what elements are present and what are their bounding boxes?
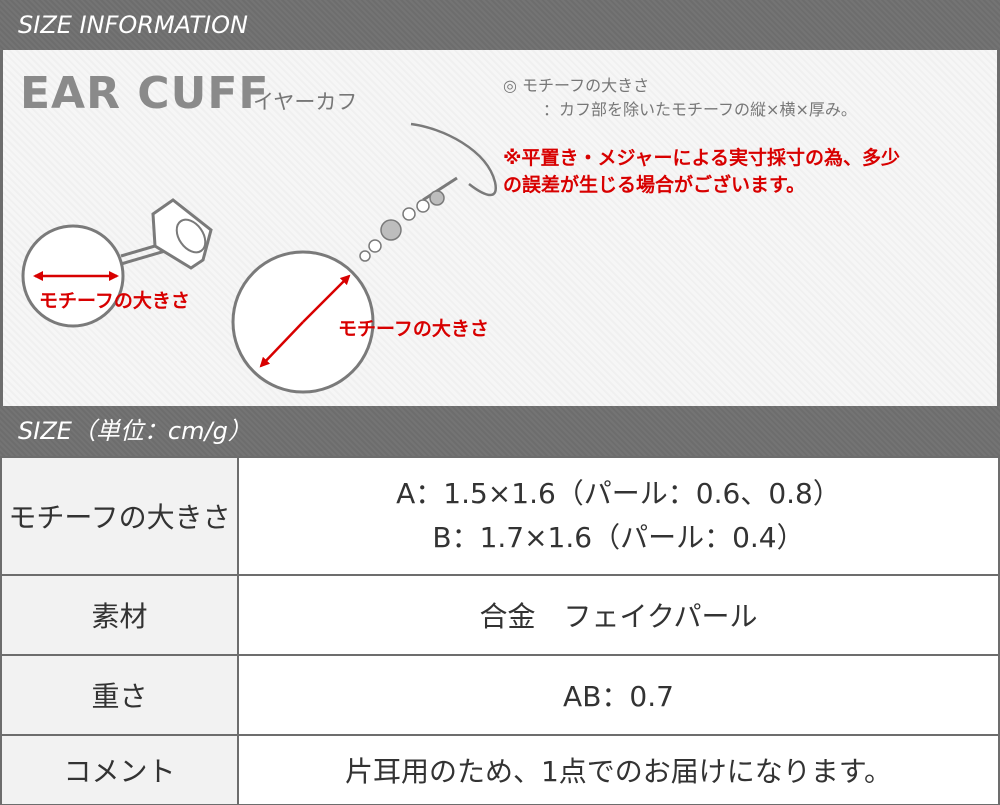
info-panel: EAR CUFF イヤーカフ ◎ モチーフの大きさ ：カフ部を除いたモチーフの縦…: [0, 50, 1000, 406]
motif-note-desc: ：カフ部を除いたモチーフの縦×横×厚み。: [543, 100, 857, 119]
table-row: コメント 片耳用のため、1点でのお届けになります。: [0, 734, 1000, 805]
motif-b-arrow: [259, 274, 351, 368]
motif-size-a: A：1.5×1.6（パール：0.6、0.8）: [396, 477, 841, 510]
row-value-comment: 片耳用のため、1点でのお届けになります。: [237, 734, 1000, 805]
motif-b-size-label: モチーフの大きさ: [338, 318, 489, 340]
table-row: 重さ AB：0.7: [0, 654, 1000, 736]
motif-size-b: B：1.7×1.6（パール：0.4）: [432, 521, 805, 554]
row-label-material: 素材: [0, 574, 239, 656]
row-value-material: 合金 フェイクパール: [237, 574, 1000, 656]
row-value-motif-size: A：1.5×1.6（パール：0.6、0.8） B：1.7×1.6（パール：0.4…: [237, 456, 1000, 576]
size-information-header: SIZE INFORMATION: [0, 0, 1000, 50]
product-name: EAR CUFF: [20, 68, 270, 119]
row-label-weight: 重さ: [0, 654, 239, 736]
ear-cuff-diagram: [21, 122, 498, 394]
measurement-warning-line2: の誤差が生じる場合がございます。: [503, 174, 806, 196]
measurement-warning-line1: ※平置き・メジャーによる実寸採寸の為、多少: [503, 147, 900, 169]
size-header: SIZE（単位：cm/g）: [0, 406, 1000, 456]
row-label-comment: コメント: [0, 734, 239, 805]
motif-a-size-label: モチーフの大きさ: [39, 290, 190, 312]
row-value-weight: AB：0.7: [237, 654, 1000, 736]
row-label-motif-size: モチーフの大きさ: [0, 456, 239, 576]
motif-note-title: ◎ モチーフの大きさ: [503, 76, 650, 95]
motif-b-shape: [231, 122, 498, 394]
table-row: モチーフの大きさ A：1.5×1.6（パール：0.6、0.8） B：1.7×1.…: [0, 456, 1000, 576]
spec-table: モチーフの大きさ A：1.5×1.6（パール：0.6、0.8） B：1.7×1.…: [0, 456, 1000, 805]
product-name-jp: イヤーカフ: [253, 90, 358, 114]
table-row: 素材 合金 フェイクパール: [0, 574, 1000, 656]
